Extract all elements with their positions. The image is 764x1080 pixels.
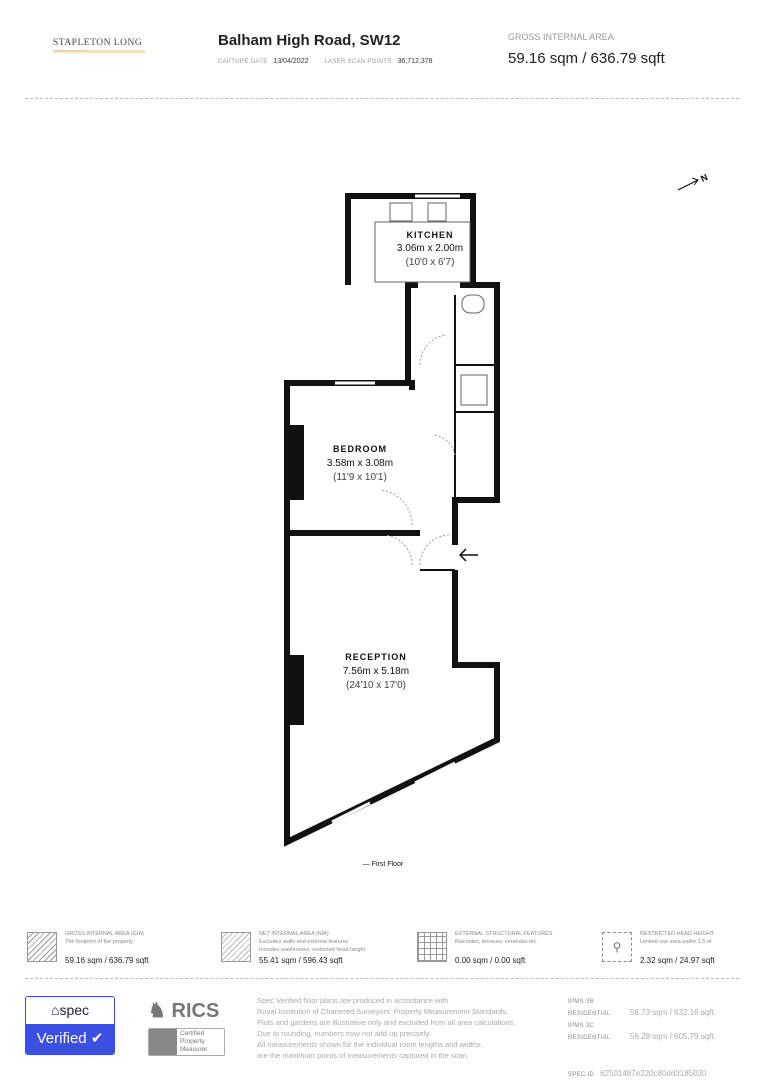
gia-label: GROSS INTERNAL AREA [508,32,614,42]
room-metric: 7.56m x 5.18m [343,666,409,677]
legend-desc: The footprint of the property [65,939,133,945]
net-area-icon [221,932,251,962]
capture-date-label: CAPTURE DATE [218,59,268,65]
ipms3b-value: 58.73 sqm / 632.16 sqft [630,1008,714,1017]
legend-title: GROSS INTERNAL AREA (GIA) [65,931,144,937]
logo: STAPLETON LONG [53,38,143,48]
spec-logo: ⌂spec [50,1002,90,1018]
floor-label: — First Floor [363,861,404,868]
grid-icon [417,932,447,962]
legend-title: NET INTERNAL AREA (NIA) [259,931,329,937]
legend-value: 2.32 sqm / 24.97 sqft [640,956,715,965]
kitchen-walls [345,193,476,288]
rics-logo: ♞ RICS [148,1000,220,1022]
capture-date: 13/04/2022 [273,58,309,65]
person-height-icon: ⚲ [602,932,632,962]
legend-value: 0.00 sqm / 0.00 sqft [455,956,526,965]
divider [25,978,739,979]
spec-id-label: SPEC ID [568,1072,595,1078]
verified-label: Verified [36,1030,87,1047]
hall-walls [405,282,418,386]
legend-item: ⚲ RESTRICTED HEAD HEIGHT Limited use area … [600,930,764,970]
scan-points: 36,712,378 [397,58,433,65]
north-label: N [699,172,709,184]
fireplace [288,425,304,500]
room-imperial: (10'0 x 6'7) [406,257,455,268]
legend-desc: Excludes walls and external features [259,939,349,945]
gia-value: 59.16 sqm / 636.79 sqft [508,50,665,67]
scan-points-label: LASER SCAN POINTS [324,59,392,65]
spec-verified-badge: ⌂spec Verified ✔ [25,996,115,1055]
room-metric: 3.58m x 3.08m [327,458,393,469]
legend-item: GROSS INTERNAL AREA (GIA) The footprint o… [25,930,205,970]
legend-title: RESTRICTED HEAD HEIGHT [640,931,715,937]
ipms3c-label: IPMS 3C RESIDENTIAL [568,1023,611,1041]
page-title: Balham High Road, SW12 [218,32,401,49]
legend-value: 55.41 sqm / 596.43 sqft [259,956,343,965]
legend-value: 59.16 sqm / 636.79 sqft [65,956,149,965]
room-name: RECEPTION [345,652,407,662]
legend-desc: Balconies, terraces, verandas etc. [455,939,538,945]
divider [25,98,739,99]
room-imperial: (11'9 x 10'1) [333,472,387,483]
north-arrow-icon [677,177,699,191]
check-icon: ✔ [90,1030,104,1047]
room-imperial: (24'10 x 17'0) [346,680,406,691]
hatched-square-icon [27,932,57,962]
spec-id: 62501487e220c80dd3185030 [600,1069,707,1078]
legend-item: EXTERNAL STRUCTURAL FEATURES Balconies, t… [415,930,595,970]
logo-sub: Estate Agents & Chartered Surveyors [53,50,145,53]
legend-title: EXTERNAL STRUCTURAL FEATURES [455,931,553,937]
room-name: KITCHEN [407,230,454,240]
entrance-arrow-icon [458,548,467,562]
bath-walls [452,282,500,545]
room-metric: 3.06m x 2.00m [397,243,463,254]
legend-desc: Limited use area under 1.5 m [640,939,712,945]
floor-plan: N KITCHEN 3.06m x 2.00m (10'0 x 6'7) BED… [284,172,709,868]
fireplace [288,655,304,725]
legend-desc: Includes washrooms, restricted head heig… [259,947,366,953]
ipms3c-value: 56.28 sqm / 605.79 sqft [630,1032,714,1041]
legend-item: NET INTERNAL AREA (NIA) Excludes walls an… [219,930,399,970]
disclaimer: Spec Verified floor plans are produced i… [257,996,516,1060]
room-name: BEDROOM [333,444,387,454]
bedroom-walls [284,380,500,847]
ipms3b-label: IPMS 3B RESIDENTIAL [568,999,611,1017]
